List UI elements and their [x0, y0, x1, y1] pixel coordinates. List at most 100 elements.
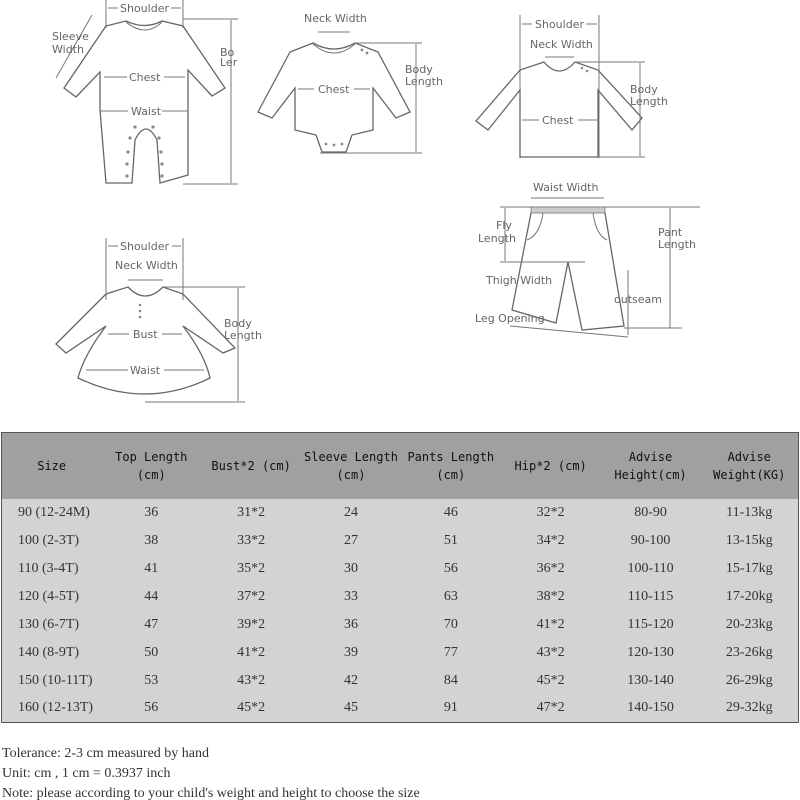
pants-waist-width-label: Waist Width: [533, 181, 598, 194]
cell-size: 140 (8-9T): [18, 644, 80, 660]
cell-size: 90 (12-24M): [18, 504, 90, 520]
romper-shoulder-label: Shoulder: [120, 2, 169, 15]
pants-outseam-label: outseam: [614, 293, 662, 306]
size-chart-table: Size Top Length (cm) Bust*2 (cm) Sleeve …: [1, 432, 799, 723]
pants-fly-length-label-1: Fly: [496, 219, 512, 232]
cell-top-length: 47: [144, 616, 159, 632]
cell-hip: 32*2: [536, 504, 565, 520]
table-row: 130 (6-7T) 47 39*2 36 70 41*2 115-120 20…: [2, 611, 799, 639]
header-pants-length: Pants Length (cm): [407, 449, 495, 482]
header-advise-height: Advise Height(cm): [614, 449, 687, 482]
dress-bust-label: Bust: [133, 328, 158, 341]
dress-shoulder-label: Shoulder: [120, 240, 169, 253]
table-row: 120 (4-5T) 44 37*2 33 63 38*2 110-115 17…: [2, 583, 799, 611]
cell-advise-height: 140-150: [627, 700, 674, 716]
romper-body-length-label-1: Bo: [220, 46, 235, 59]
cell-advise-height: 80-90: [634, 504, 667, 520]
header-advise-weight: Advise Weight(KG): [713, 449, 786, 482]
top-neck-width-label: Neck Width: [530, 38, 593, 51]
cell-advise-weight: 11-13kg: [726, 504, 773, 520]
garment-diagrams: Shoulder Sleeve Width Chest Waist Bo Ler…: [52, 0, 700, 403]
header-sleeve-length: Sleeve Length (cm): [304, 449, 398, 482]
size-notes: Tolerance: 2-3 cm measured by hand Unit:…: [2, 744, 420, 800]
cell-pants-length: 91: [443, 700, 458, 716]
bodysuit-body-length-label-1: Body: [405, 63, 433, 76]
cell-hip: 41*2: [536, 616, 565, 632]
bodysuit-diagram: Neck Width Chest Body Length: [257, 12, 443, 154]
romper-chest-label: Chest: [129, 71, 161, 84]
cell-pants-length: 46: [443, 504, 458, 520]
cell-sleeve-length: 45: [343, 700, 358, 716]
cell-bust: 37*2: [237, 588, 266, 604]
cell-sleeve-length: 39: [343, 644, 358, 660]
dress-diagram: Shoulder Neck Width Bust Waist Body Leng…: [55, 238, 262, 403]
cell-size: 110 (3-4T): [18, 560, 79, 576]
cell-sleeve-length: 30: [343, 560, 358, 576]
cell-hip: 43*2: [536, 644, 565, 660]
dress-neck-width-label: Neck Width: [115, 259, 178, 272]
dress-body-length-label-1: Body: [224, 317, 252, 330]
dress-waist-label: Waist: [130, 364, 161, 377]
cell-top-length: 56: [144, 700, 159, 716]
cell-advise-height: 100-110: [627, 560, 674, 576]
cell-hip: 45*2: [536, 672, 565, 688]
cell-bust: 41*2: [237, 644, 266, 660]
cell-size: 100 (2-3T): [18, 532, 80, 548]
cell-pants-length: 70: [443, 616, 458, 632]
cell-hip: 34*2: [536, 532, 565, 548]
cell-bust: 43*2: [237, 672, 266, 688]
cell-top-length: 41: [144, 560, 159, 576]
romper-body-length-label-2: Ler: [220, 56, 238, 69]
bodysuit-chest-label: Chest: [318, 83, 350, 96]
header-bust: Bust*2 (cm): [211, 458, 291, 473]
table-row: 110 (3-4T) 41 35*2 30 56 36*2 100-110 15…: [2, 555, 799, 583]
cell-top-length: 50: [144, 644, 159, 660]
table-row: 150 (10-11T) 53 43*2 42 84 45*2 130-140 …: [2, 667, 799, 695]
cell-top-length: 36: [144, 504, 159, 520]
pants-pant-length-label-1: Pant: [658, 226, 683, 239]
bodysuit-body-length-label-2: Length: [405, 75, 443, 88]
cell-pants-length: 84: [443, 672, 458, 688]
cell-size: 130 (6-7T): [18, 616, 80, 632]
table-row: 160 (12-13T) 56 45*2 45 91 47*2 140-150 …: [2, 695, 799, 723]
cell-sleeve-length: 42: [343, 672, 358, 688]
header-size: Size: [37, 458, 67, 473]
cell-pants-length: 51: [443, 532, 458, 548]
pants-fly-length-label-2: Length: [478, 232, 516, 245]
cell-sleeve-length: 33: [343, 588, 358, 604]
cell-sleeve-length: 27: [343, 532, 358, 548]
cell-advise-weight: 20-23kg: [725, 616, 773, 632]
cell-advise-height: 110-115: [627, 588, 674, 604]
cell-bust: 45*2: [237, 700, 266, 716]
cell-advise-weight: 23-26kg: [725, 644, 773, 660]
tolerance-note: Tolerance: 2-3 cm measured by hand: [2, 746, 209, 761]
romper-sleeve-label-2: Width: [52, 43, 84, 56]
cell-bust: 35*2: [237, 560, 266, 576]
cell-top-length: 53: [144, 672, 159, 688]
pants-pant-length-label-2: Length: [658, 238, 696, 251]
measurement-diagrams: Shoulder Sleeve Width Chest Waist Bo Ler…: [52, 0, 700, 403]
cell-advise-weight: 29-32kg: [725, 700, 773, 716]
cell-bust: 31*2: [237, 504, 266, 520]
unit-note: Unit: cm , 1 cm = 0.3937 inch: [2, 766, 171, 781]
table-row: 90 (12-24M) 36 31*2 24 46 32*2 80-90 11-…: [2, 499, 799, 527]
table-header-row: Size Top Length (cm) Bust*2 (cm) Sleeve …: [1, 432, 799, 499]
pants-thigh-width-label: Thigh Width: [485, 274, 552, 287]
cell-pants-length: 56: [443, 560, 458, 576]
cell-size: 160 (12-13T): [18, 700, 94, 716]
cell-advise-weight: 26-29kg: [725, 672, 773, 688]
top-body-length-label-2: Length: [630, 95, 668, 108]
cell-hip: 36*2: [536, 560, 565, 576]
cell-hip: 38*2: [536, 588, 565, 604]
top-body-length-label-1: Body: [630, 83, 658, 96]
cell-size: 120 (4-5T): [18, 588, 80, 604]
cell-advise-height: 120-130: [627, 644, 674, 660]
cell-sleeve-length: 36: [343, 616, 358, 632]
pants-leg-opening-label: Leg Opening: [475, 312, 545, 325]
romper-diagram: Shoulder Sleeve Width Chest Waist Bo Ler: [52, 0, 238, 185]
dress-body-length-label-2: Length: [224, 329, 262, 342]
top-diagram: Shoulder Neck Width Chest Body Length: [475, 15, 668, 158]
cell-size: 150 (10-11T): [18, 672, 93, 688]
cell-pants-length: 77: [443, 644, 458, 660]
romper-waist-label: Waist: [131, 105, 162, 118]
